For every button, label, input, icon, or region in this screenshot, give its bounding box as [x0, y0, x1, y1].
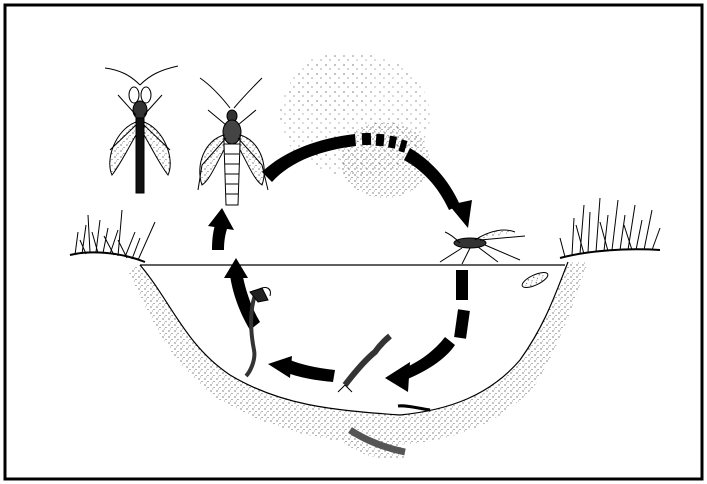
arrow-dash-right-1	[456, 270, 468, 300]
